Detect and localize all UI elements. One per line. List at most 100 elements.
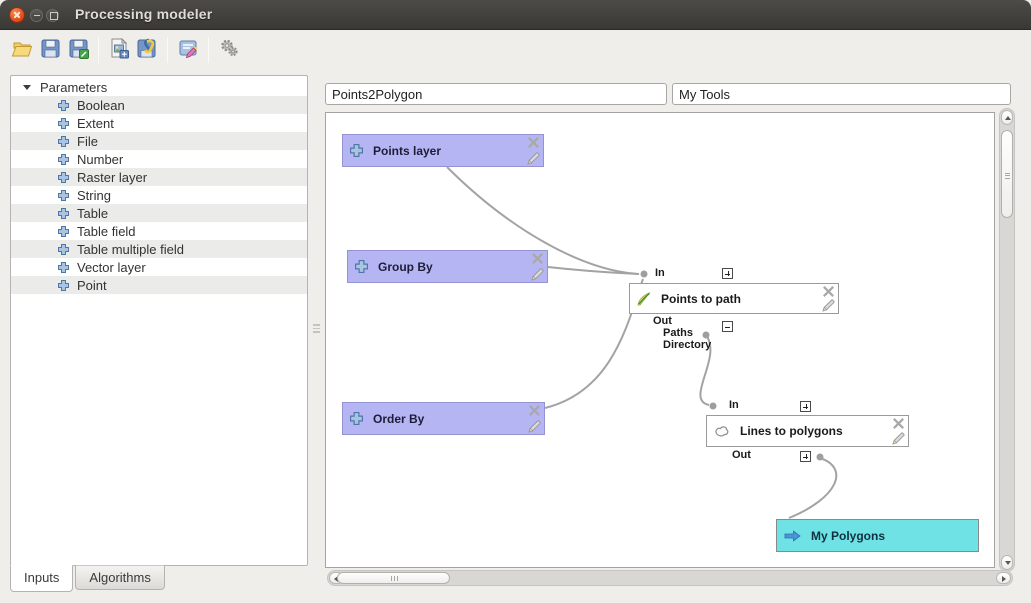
- collapse-triangle-icon: [23, 84, 31, 90]
- input-node-group-by[interactable]: Group By: [347, 250, 548, 283]
- model-group-input[interactable]: [672, 83, 1011, 105]
- tree-item-boolean[interactable]: Boolean: [11, 96, 307, 114]
- tree-item-label: Raster layer: [77, 169, 148, 185]
- node-label: Group By: [378, 259, 433, 274]
- tree-item-label: File: [77, 133, 98, 149]
- vertical-scrollbar-thumb[interactable]: [1001, 130, 1013, 218]
- tree-item-string[interactable]: String: [11, 186, 307, 204]
- open-model-folder-icon: [11, 37, 33, 64]
- collapse-minus-icon[interactable]: [722, 321, 733, 332]
- parameter-plus-icon: [58, 117, 69, 129]
- tree-item-point[interactable]: Point: [11, 276, 307, 294]
- save-model-button[interactable]: [36, 36, 64, 64]
- tree-item-table-field[interactable]: Table field: [11, 222, 307, 240]
- scroll-up-arrow-icon[interactable]: [1001, 110, 1013, 125]
- run-model-gears-icon: [218, 37, 240, 64]
- tree-item-extent[interactable]: Extent: [11, 114, 307, 132]
- tree-item-table[interactable]: Table: [11, 204, 307, 222]
- alg-out-label: Out: [653, 315, 672, 327]
- close-icon[interactable]: [9, 7, 25, 23]
- vertical-scrollbar[interactable]: [999, 108, 1015, 572]
- tree-item-file[interactable]: File: [11, 132, 307, 150]
- edit-node-pencil-icon[interactable]: [528, 420, 541, 433]
- scroll-down-arrow-icon[interactable]: [1001, 555, 1013, 570]
- remove-node-icon[interactable]: [528, 137, 539, 148]
- alg-in-label: In: [655, 267, 665, 279]
- horizontal-scrollbar[interactable]: [327, 570, 1013, 586]
- save-model-as-icon: [67, 37, 89, 64]
- remove-node-icon[interactable]: [893, 418, 904, 429]
- parameter-plus-icon: [58, 207, 69, 219]
- minimize-icon[interactable]: [30, 8, 43, 22]
- parameter-plus-icon: [58, 171, 69, 183]
- tree-item-label: String: [77, 187, 111, 203]
- tree-item-table-multiple-field[interactable]: Table multiple field: [11, 240, 307, 258]
- node-label: Points to path: [661, 291, 741, 306]
- edit-node-pencil-icon[interactable]: [527, 152, 540, 165]
- maximize-icon[interactable]: [46, 8, 59, 22]
- scroll-right-arrow-icon[interactable]: [996, 572, 1011, 584]
- alg-output-directory-label: Directory: [663, 339, 712, 351]
- alg-in-label: In: [729, 399, 739, 411]
- parameter-plus-icon: [58, 153, 69, 165]
- alg-output-paths-label: Paths: [663, 327, 693, 339]
- tab-inputs[interactable]: Inputs: [10, 565, 74, 592]
- open-model-button[interactable]: [8, 36, 36, 64]
- connection-wires: [446, 166, 838, 519]
- edit-node-pencil-icon[interactable]: [892, 432, 905, 445]
- tab-algorithms[interactable]: Algorithms: [75, 565, 165, 590]
- run-model-button[interactable]: [215, 36, 243, 64]
- toolbar-separator: [167, 37, 168, 63]
- parameter-plus-icon: [58, 279, 69, 291]
- expand-plus-icon[interactable]: [722, 268, 733, 279]
- tree-item-vector-layer[interactable]: Vector layer: [11, 258, 307, 276]
- tree-item-label: Table field: [77, 223, 136, 239]
- tree-item-label: Table: [77, 205, 109, 221]
- parameter-plus-icon: [58, 261, 69, 273]
- output-node-my-polygons[interactable]: My Polygons: [776, 519, 979, 552]
- alg-out-label: Out: [732, 449, 751, 461]
- remove-node-icon[interactable]: [529, 405, 540, 416]
- window-title: Processing modeler: [75, 6, 213, 22]
- parameter-plus-icon: [355, 260, 368, 273]
- model-name-input[interactable]: [325, 83, 667, 105]
- input-node-points-layer[interactable]: Points layer: [342, 134, 544, 167]
- points-to-path-icon: [637, 291, 651, 306]
- tree-item-label: Number: [77, 151, 124, 167]
- tree-item-label: Boolean: [77, 97, 125, 113]
- edit-node-pencil-icon[interactable]: [531, 268, 544, 281]
- edit-model-help-icon: [177, 37, 199, 64]
- expand-plus-icon[interactable]: [800, 451, 811, 462]
- titlebar: Processing modeler: [0, 0, 1031, 30]
- tree-item-number[interactable]: Number: [11, 150, 307, 168]
- remove-node-icon[interactable]: [823, 286, 834, 297]
- model-canvas[interactable]: Points layer Group By Order By In Points…: [325, 112, 995, 568]
- edit-model-help-button[interactable]: [174, 36, 202, 64]
- parameter-plus-icon: [58, 225, 69, 237]
- edit-node-pencil-icon[interactable]: [822, 299, 835, 312]
- node-label: My Polygons: [811, 528, 886, 543]
- toolbar-separator: [208, 37, 209, 63]
- inputs-panel: Parameters Boolean Extent File Number Ra…: [10, 75, 308, 566]
- toolbar: [8, 34, 243, 66]
- horizontal-scrollbar-thumb[interactable]: [337, 572, 450, 584]
- export-as-image-button[interactable]: [105, 36, 133, 64]
- node-label: Points layer: [373, 143, 442, 158]
- input-node-order-by[interactable]: Order By: [342, 402, 545, 435]
- tree-root-parameters[interactable]: Parameters: [11, 78, 307, 96]
- export-as-python-button[interactable]: [133, 36, 161, 64]
- algorithm-node-lines-to-polygons[interactable]: Lines to polygons: [706, 415, 909, 447]
- toolbar-separator: [98, 37, 99, 63]
- tree-item-raster-layer[interactable]: Raster layer: [11, 168, 307, 186]
- lines-to-polygons-icon: [714, 425, 730, 438]
- output-arrow-icon: [784, 529, 801, 542]
- tree-item-label: Table multiple field: [77, 241, 184, 257]
- export-model-as-python-icon: [136, 37, 158, 64]
- parameter-plus-icon: [350, 144, 363, 157]
- expand-plus-icon[interactable]: [800, 401, 811, 412]
- panel-splitter[interactable]: [310, 75, 323, 566]
- parameter-plus-icon: [58, 99, 69, 111]
- algorithm-node-points-to-path[interactable]: Points to path: [629, 283, 839, 314]
- save-model-as-button[interactable]: [64, 36, 92, 64]
- remove-node-icon[interactable]: [532, 253, 543, 264]
